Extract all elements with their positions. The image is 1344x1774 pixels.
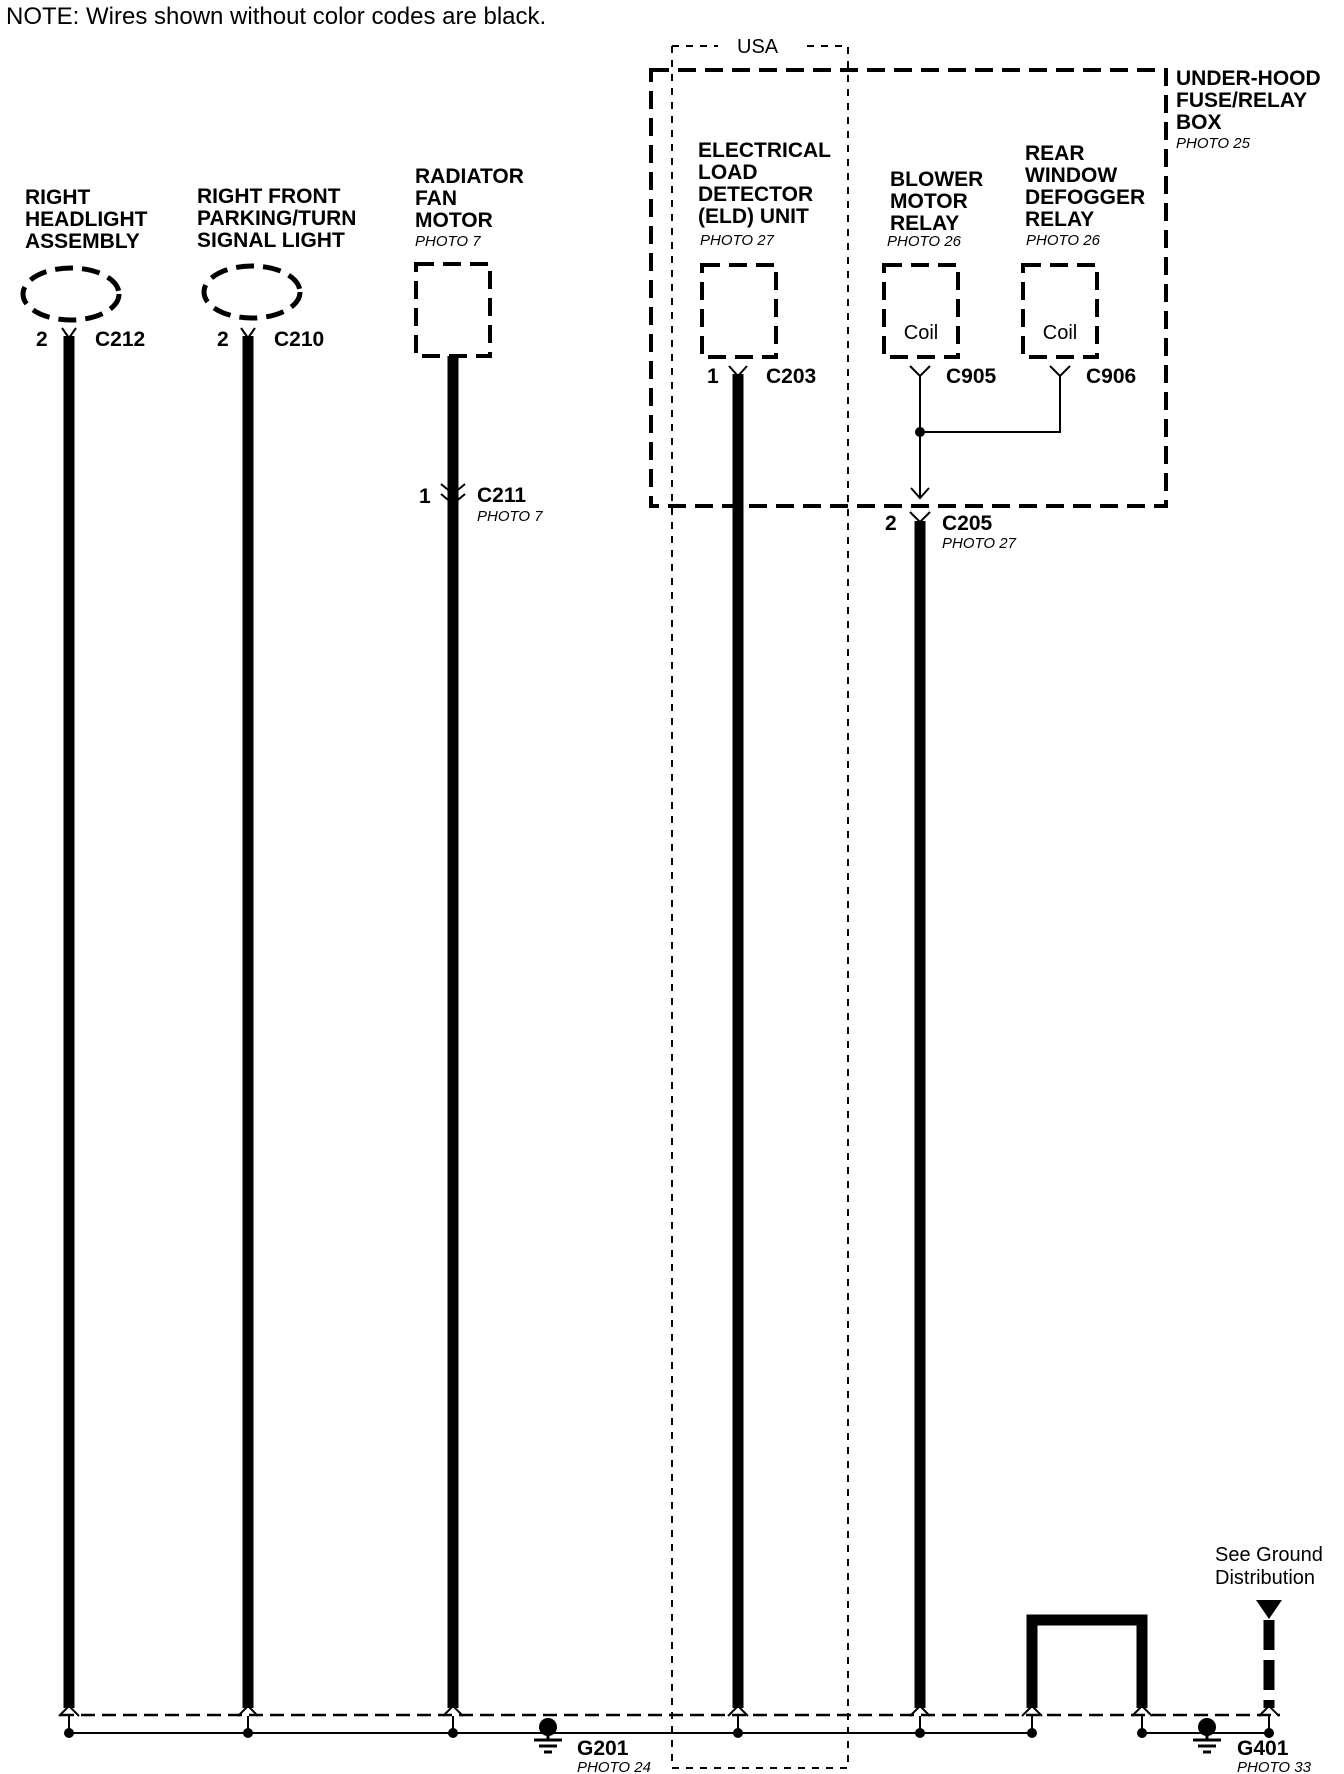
parking-light-label-3: SIGNAL LIGHT [197,229,345,252]
usa-label: USA [737,36,779,58]
fuse-box-photo: PHOTO 25 [1176,135,1251,152]
parking-light-label-1: RIGHT FRONT [197,185,341,208]
blower-relay-symbol [882,263,960,359]
relay-junction-splice [915,427,925,437]
g401-ground-icon [1198,1718,1216,1736]
blower-label-3: RELAY [890,212,959,235]
connector-c211-photo: PHOTO 7 [477,508,543,525]
defogger-label-2: WINDOW [1025,164,1117,187]
headlight-symbol [20,265,122,323]
headlight-label-1: RIGHT [25,186,91,209]
electrical-load-detector-unit: ELECTRICAL LOAD DETECTOR (ELD) UNIT PHOT… [698,139,831,1708]
fan-motor-label-3: MOTOR [415,209,493,232]
rear-window-defogger-relay: REAR WINDOW DEFOGGER RELAY PHOTO 26 Coil… [1021,142,1145,388]
connector-c205: 2 C205 PHOTO 27 [885,511,1017,1708]
eld-pin: 1 [707,365,719,388]
ground-g401: G401 PHOTO 33 [1193,1718,1312,1774]
defogger-coil-label: Coil [1043,322,1077,344]
connector-c205-inner-symbol [910,487,930,500]
connector-c205-label: C205 [942,512,993,535]
g201-ground-icon [539,1718,557,1736]
diagram-note: NOTE: Wires shown without color codes ar… [6,3,546,30]
headlight-pin: 2 [36,328,48,351]
see-ground-distribution: See Ground Distribution [1215,1544,1323,1708]
fuse-box-label-2: FUSE/RELAY [1176,89,1307,112]
defogger-coil-wire [920,376,1061,433]
connector-c905-symbol [909,365,931,378]
fan-motor-photo: PHOTO 7 [415,233,481,250]
blower-label-1: BLOWER [890,168,983,191]
fan-motor-label-2: FAN [415,187,457,210]
blower-photo: PHOTO 26 [887,233,962,250]
connector-c210-label: C210 [274,328,324,351]
see-ground-label-2: Distribution [1215,1567,1315,1589]
g401-photo: PHOTO 33 [1237,1759,1312,1774]
eld-photo: PHOTO 27 [700,232,775,249]
defogger-label-1: REAR [1025,142,1085,165]
eld-label-4: (ELD) UNIT [698,205,809,228]
fan-motor-pin: 1 [419,485,431,508]
headlight-label-3: ASSEMBLY [25,230,140,253]
connector-c211-label: C211 [477,484,526,507]
eld-label-1: ELECTRICAL [698,139,831,162]
defogger-relay-symbol [1021,263,1099,359]
connector-c203-label: C203 [766,365,816,388]
right-front-parking-turn-signal-light: RIGHT FRONT PARKING/TURN SIGNAL LIGHT 2 … [197,185,356,1708]
parking-light-pin: 2 [217,328,229,351]
fuse-box-label-3: BOX [1176,111,1222,134]
blower-motor-relay: BLOWER MOTOR RELAY PHOTO 26 Coil C905 [882,168,997,388]
ground-bus-connectors [58,1704,1280,1717]
ground-bracket-wire [1026,1614,1148,1708]
defogger-photo: PHOTO 26 [1026,232,1101,249]
connector-c212-label: C212 [95,328,145,351]
see-ground-arrow-icon [1256,1600,1282,1619]
eld-label-3: DETECTOR [698,183,813,206]
headlight-label-2: HEADLIGHT [25,208,148,231]
right-headlight-assembly: RIGHT HEADLIGHT ASSEMBLY 2 C212 [20,186,148,1708]
connector-c906-symbol [1049,365,1071,378]
fuse-box-label-1: UNDER-HOOD [1176,67,1321,90]
c205-pin: 2 [885,512,897,535]
eld-label-2: LOAD [698,161,758,184]
parking-light-symbol [201,263,303,321]
defogger-label-3: DEFOGGER [1025,186,1145,209]
connector-c905-label: C905 [946,365,997,388]
see-ground-label-1: See Ground [1215,1544,1323,1566]
connector-c211-symbol [440,483,466,506]
blower-label-2: MOTOR [890,190,968,213]
relay-junction-wiring [910,376,1061,500]
usa-region: USA [671,36,849,1769]
connector-c205-symbol [909,511,931,524]
defogger-label-4: RELAY [1025,208,1094,231]
connector-c906-label: C906 [1086,365,1136,388]
eld-symbol [700,263,778,359]
blower-coil-label: Coil [904,322,938,344]
g201-label: G201 [577,1737,629,1760]
parking-light-label-2: PARKING/TURN [197,207,356,230]
g201-photo: PHOTO 24 [577,1759,651,1774]
ground-bus-solid [64,1716,1274,1738]
ground-g201: G201 PHOTO 24 [534,1718,651,1774]
radiator-fan-motor: RADIATOR FAN MOTOR PHOTO 7 1 C211 PHOTO … [414,165,543,1708]
fuse-relay-box: UNDER-HOOD FUSE/RELAY BOX PHOTO 25 [649,67,1321,508]
fan-motor-symbol [414,262,492,358]
g401-label: G401 [1237,1737,1289,1760]
fan-motor-label-1: RADIATOR [415,165,524,188]
connector-c205-photo: PHOTO 27 [942,535,1017,552]
